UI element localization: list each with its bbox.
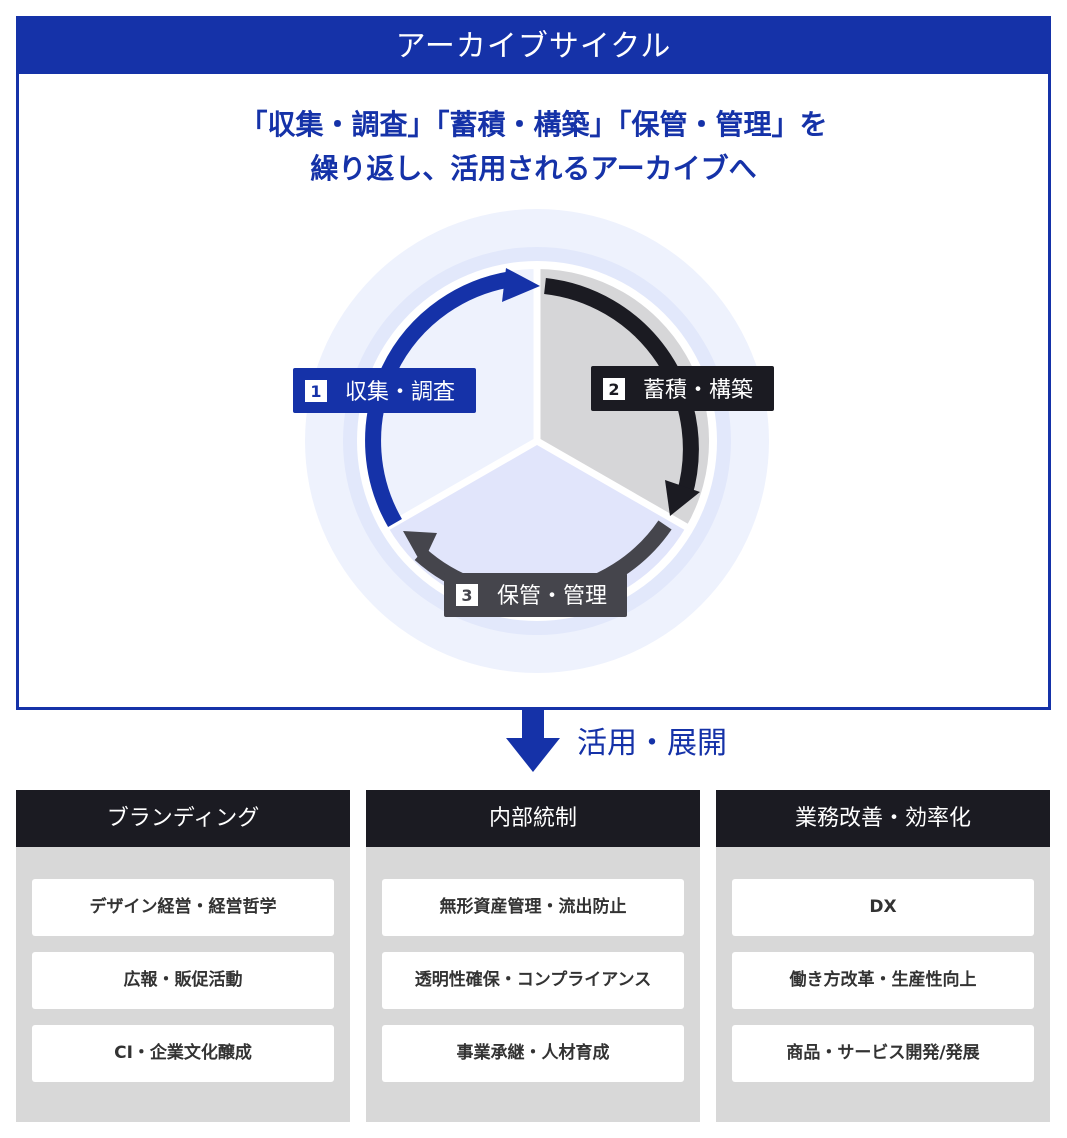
category-efficiency: 業務改善・効率化 DX 働き方改革・生産性向上 商品・サービス開発/発展 (716, 790, 1050, 1122)
category-item: 商品・サービス開発/発展 (732, 1025, 1034, 1082)
category-item: 無形資産管理・流出防止 (382, 879, 684, 936)
category-item: CI・企業文化醸成 (32, 1025, 334, 1082)
tagline-line-1: 「収集・調査」「蓄積・構築」「保管・管理」を (239, 108, 828, 141)
step-3-number: 3 (461, 586, 472, 605)
arrow-store-head (403, 531, 437, 565)
step-2-text: 蓄積・構築 (643, 378, 753, 403)
category-branding: ブランディング デザイン経営・経営哲学 広報・販促活動 CI・企業文化醸成 (16, 790, 350, 1122)
category-title: ブランディング (16, 790, 350, 847)
tagline-line-2: 繰り返し、活用されるアーカイブへ (310, 152, 757, 185)
step-3-label: 3 保管・管理 (444, 573, 627, 617)
arrow-accumulate-head (665, 480, 700, 516)
step-1-label: 1 収集・調査 (293, 368, 476, 413)
panel-title: アーカイブサイクル (19, 19, 1048, 74)
step-3-text: 保管・管理 (497, 584, 607, 609)
step-2-label: 2 蓄積・構築 (591, 366, 774, 411)
category-item: 事業承継・人材育成 (382, 1025, 684, 1082)
category-title: 内部統制 (366, 790, 700, 847)
arrow-accumulate (544, 278, 699, 499)
cycle-diagram: 1 収集・調査 2 蓄積・構築 3 保管・管理 (293, 209, 774, 673)
arrow-collect-head (502, 268, 540, 302)
category-item: 透明性確保・コンプライアンス (382, 952, 684, 1009)
step-1-number: 1 (310, 382, 321, 401)
category-item: DX (732, 879, 1034, 936)
step-2-number: 2 (608, 380, 619, 399)
step-1-text: 収集・調査 (345, 380, 455, 405)
category-internal-control: 内部統制 無形資産管理・流出防止 透明性確保・コンプライアンス 事業承継・人材育… (366, 790, 700, 1122)
category-title: 業務改善・効率化 (716, 790, 1050, 847)
category-item: 広報・販促活動 (32, 952, 334, 1009)
arrow-down-icon (506, 710, 560, 772)
tagline: 「収集・調査」「蓄積・構築」「保管・管理」を 繰り返し、活用されるアーカイブへ (19, 103, 1048, 191)
category-item: デザイン経営・経営哲学 (32, 879, 334, 936)
usage-label: 活用・展開 (577, 726, 727, 761)
category-item: 働き方改革・生産性向上 (732, 952, 1034, 1009)
